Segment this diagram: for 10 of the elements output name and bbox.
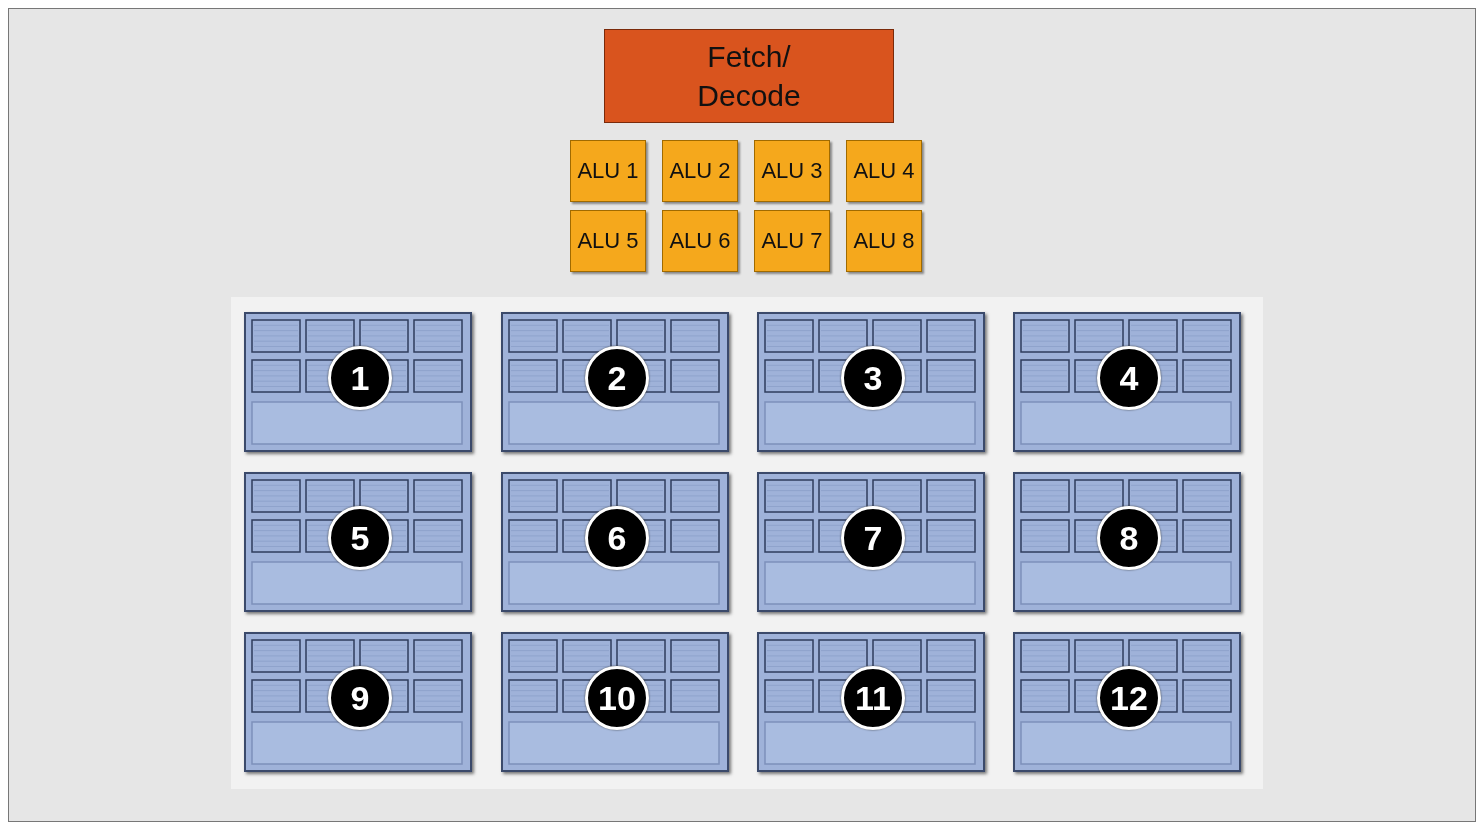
- alu-box: ALU 8: [846, 210, 922, 272]
- alu-box: ALU 7: [754, 210, 830, 272]
- alu-box: ALU 6: [662, 210, 738, 272]
- alu-box: ALU 4: [846, 140, 922, 202]
- alu-box: ALU 1: [570, 140, 646, 202]
- alu-box: ALU 3: [754, 140, 830, 202]
- alu-box: ALU 5: [570, 210, 646, 272]
- alu-box: ALU 2: [662, 140, 738, 202]
- panel-background: [231, 297, 1263, 789]
- fetch-decode-box: Fetch/ Decode: [604, 29, 894, 123]
